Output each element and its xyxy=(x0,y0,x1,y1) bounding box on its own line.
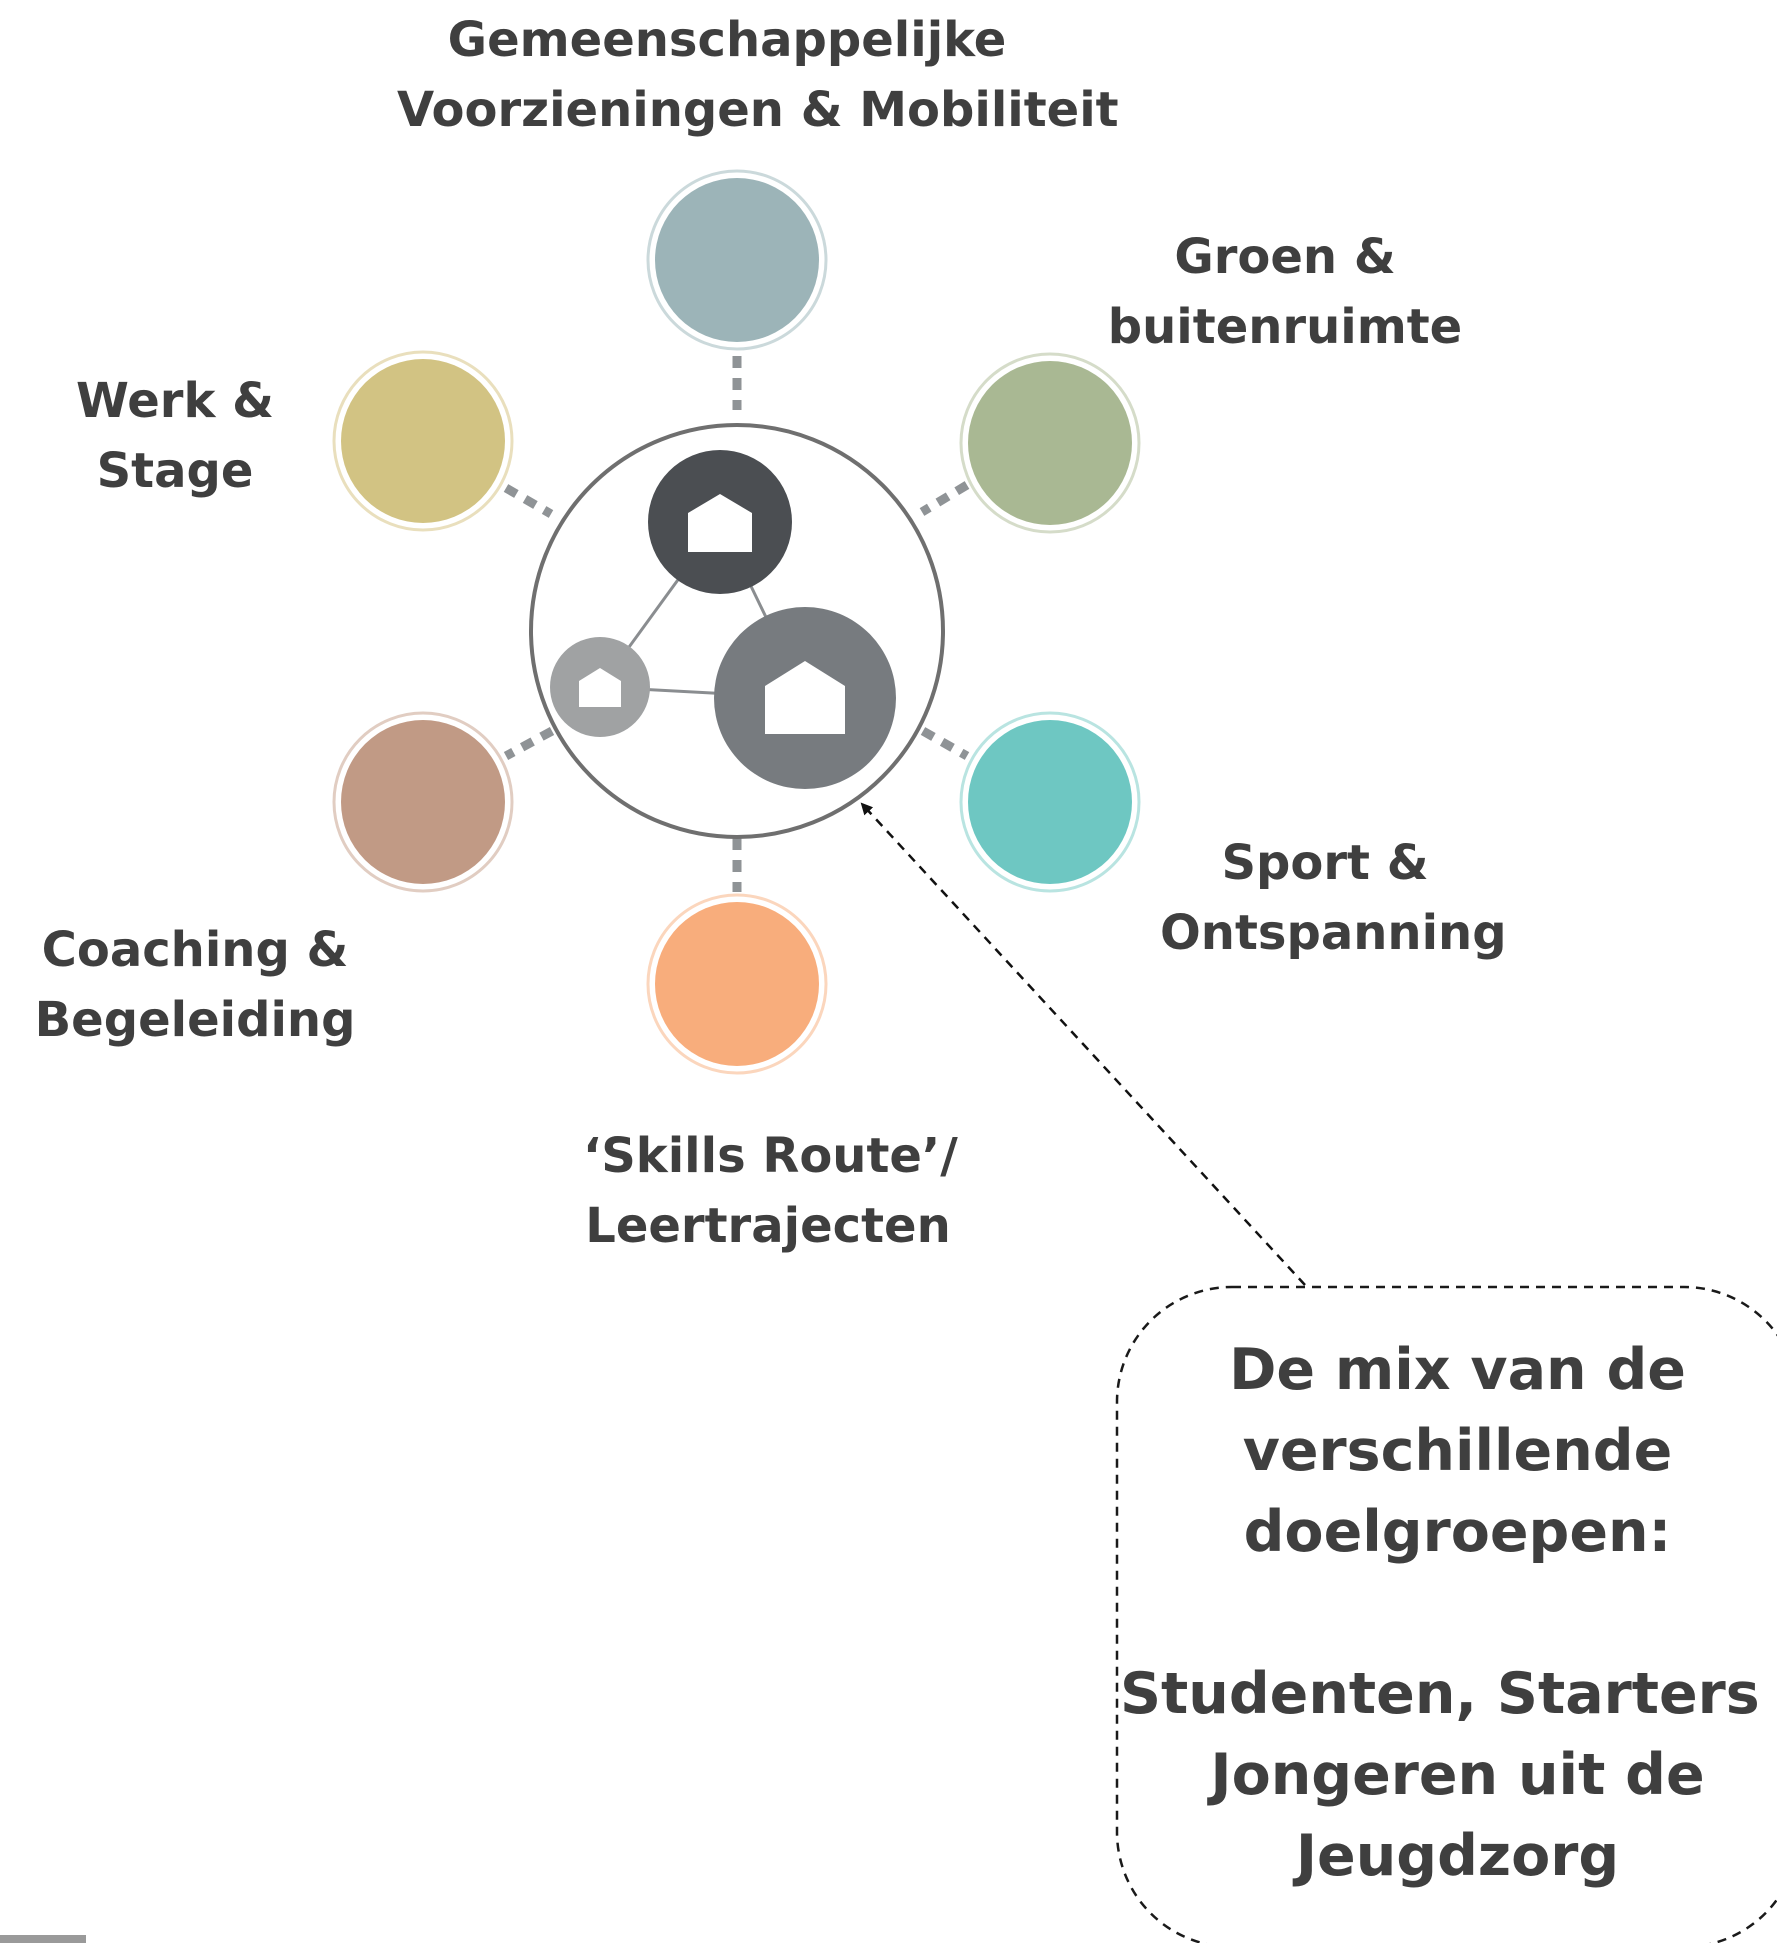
house-icon xyxy=(688,494,752,552)
callout-spacer xyxy=(1120,1573,1777,1654)
connectors xyxy=(503,356,970,892)
label-top-line2: Voorzieningen & Mobiliteit xyxy=(397,82,1119,138)
label-top-left: Werk & Stage xyxy=(60,366,290,506)
callout-line6: Jeugdzorg xyxy=(1295,1823,1620,1889)
category-node-bottom-right xyxy=(959,711,1141,893)
label-top-right-line2: buitenruimte xyxy=(1107,299,1463,355)
category-node-top-right xyxy=(959,352,1141,534)
connector-top-left xyxy=(503,484,554,518)
category-circle-bottom-left xyxy=(341,720,505,884)
label-bottom-left: Coaching & Begeleiding xyxy=(25,915,365,1055)
label-top-left-line2: Stage xyxy=(96,443,254,499)
label-bottom-right: Sport & Ontspanning xyxy=(1160,828,1507,968)
category-node-top-left xyxy=(332,350,514,532)
label-top-right-line1: Groen & xyxy=(1174,229,1396,285)
label-bottom-line1: ‘Skills Route’/ xyxy=(583,1128,958,1184)
label-bottom-left-line2: Begeleiding xyxy=(34,992,356,1048)
callout-line4: Studenten, Starters en xyxy=(1120,1661,1777,1727)
label-top-left-line1: Werk & xyxy=(76,373,274,429)
callout-line2: verschillende xyxy=(1242,1418,1673,1484)
house-node-dark xyxy=(648,450,792,594)
category-node-bottom xyxy=(646,893,828,1075)
category-circle-top-left xyxy=(341,359,505,523)
label-top: Gemeenschappelijke Voorzieningen & Mobil… xyxy=(397,5,1119,145)
label-top-right: Groen & buitenruimte xyxy=(1100,222,1470,362)
callout-arrow xyxy=(860,802,1306,1286)
house-node-light xyxy=(550,637,650,737)
connector-top-right xyxy=(919,481,970,516)
callout-line3: doelgroepen: xyxy=(1243,1499,1672,1565)
callout-text: De mix van de verschillende doelgroepen:… xyxy=(1120,1330,1777,1897)
corner-mark xyxy=(0,1935,86,1943)
connector-bottom-right xyxy=(920,727,970,760)
label-bottom: ‘Skills Route’/ Leertrajecten xyxy=(583,1121,958,1261)
label-bottom-right-line1: Sport & xyxy=(1221,835,1429,891)
label-top-line1: Gemeenschappelijke xyxy=(447,12,1007,68)
category-circle-top-right xyxy=(968,361,1132,525)
label-bottom-left-line1: Coaching & xyxy=(41,922,349,978)
category-circle-bottom xyxy=(655,902,819,1066)
callout-box xyxy=(1115,1285,1777,1943)
category-circle-top xyxy=(655,178,819,342)
label-bottom-right-line2: Ontspanning xyxy=(1160,905,1507,961)
label-bottom-line2: Leertrajecten xyxy=(585,1198,951,1254)
category-node-bottom-left xyxy=(332,711,514,893)
connector-bottom-left xyxy=(503,727,555,760)
house-icon xyxy=(579,668,621,707)
house-node-mid xyxy=(714,607,896,789)
category-circle-bottom-right xyxy=(968,720,1132,884)
callout-line5: Jongeren uit de xyxy=(1210,1742,1705,1808)
house-icon xyxy=(765,661,845,734)
category-node-top xyxy=(646,169,828,351)
callout-line1: De mix van de xyxy=(1229,1337,1686,1403)
